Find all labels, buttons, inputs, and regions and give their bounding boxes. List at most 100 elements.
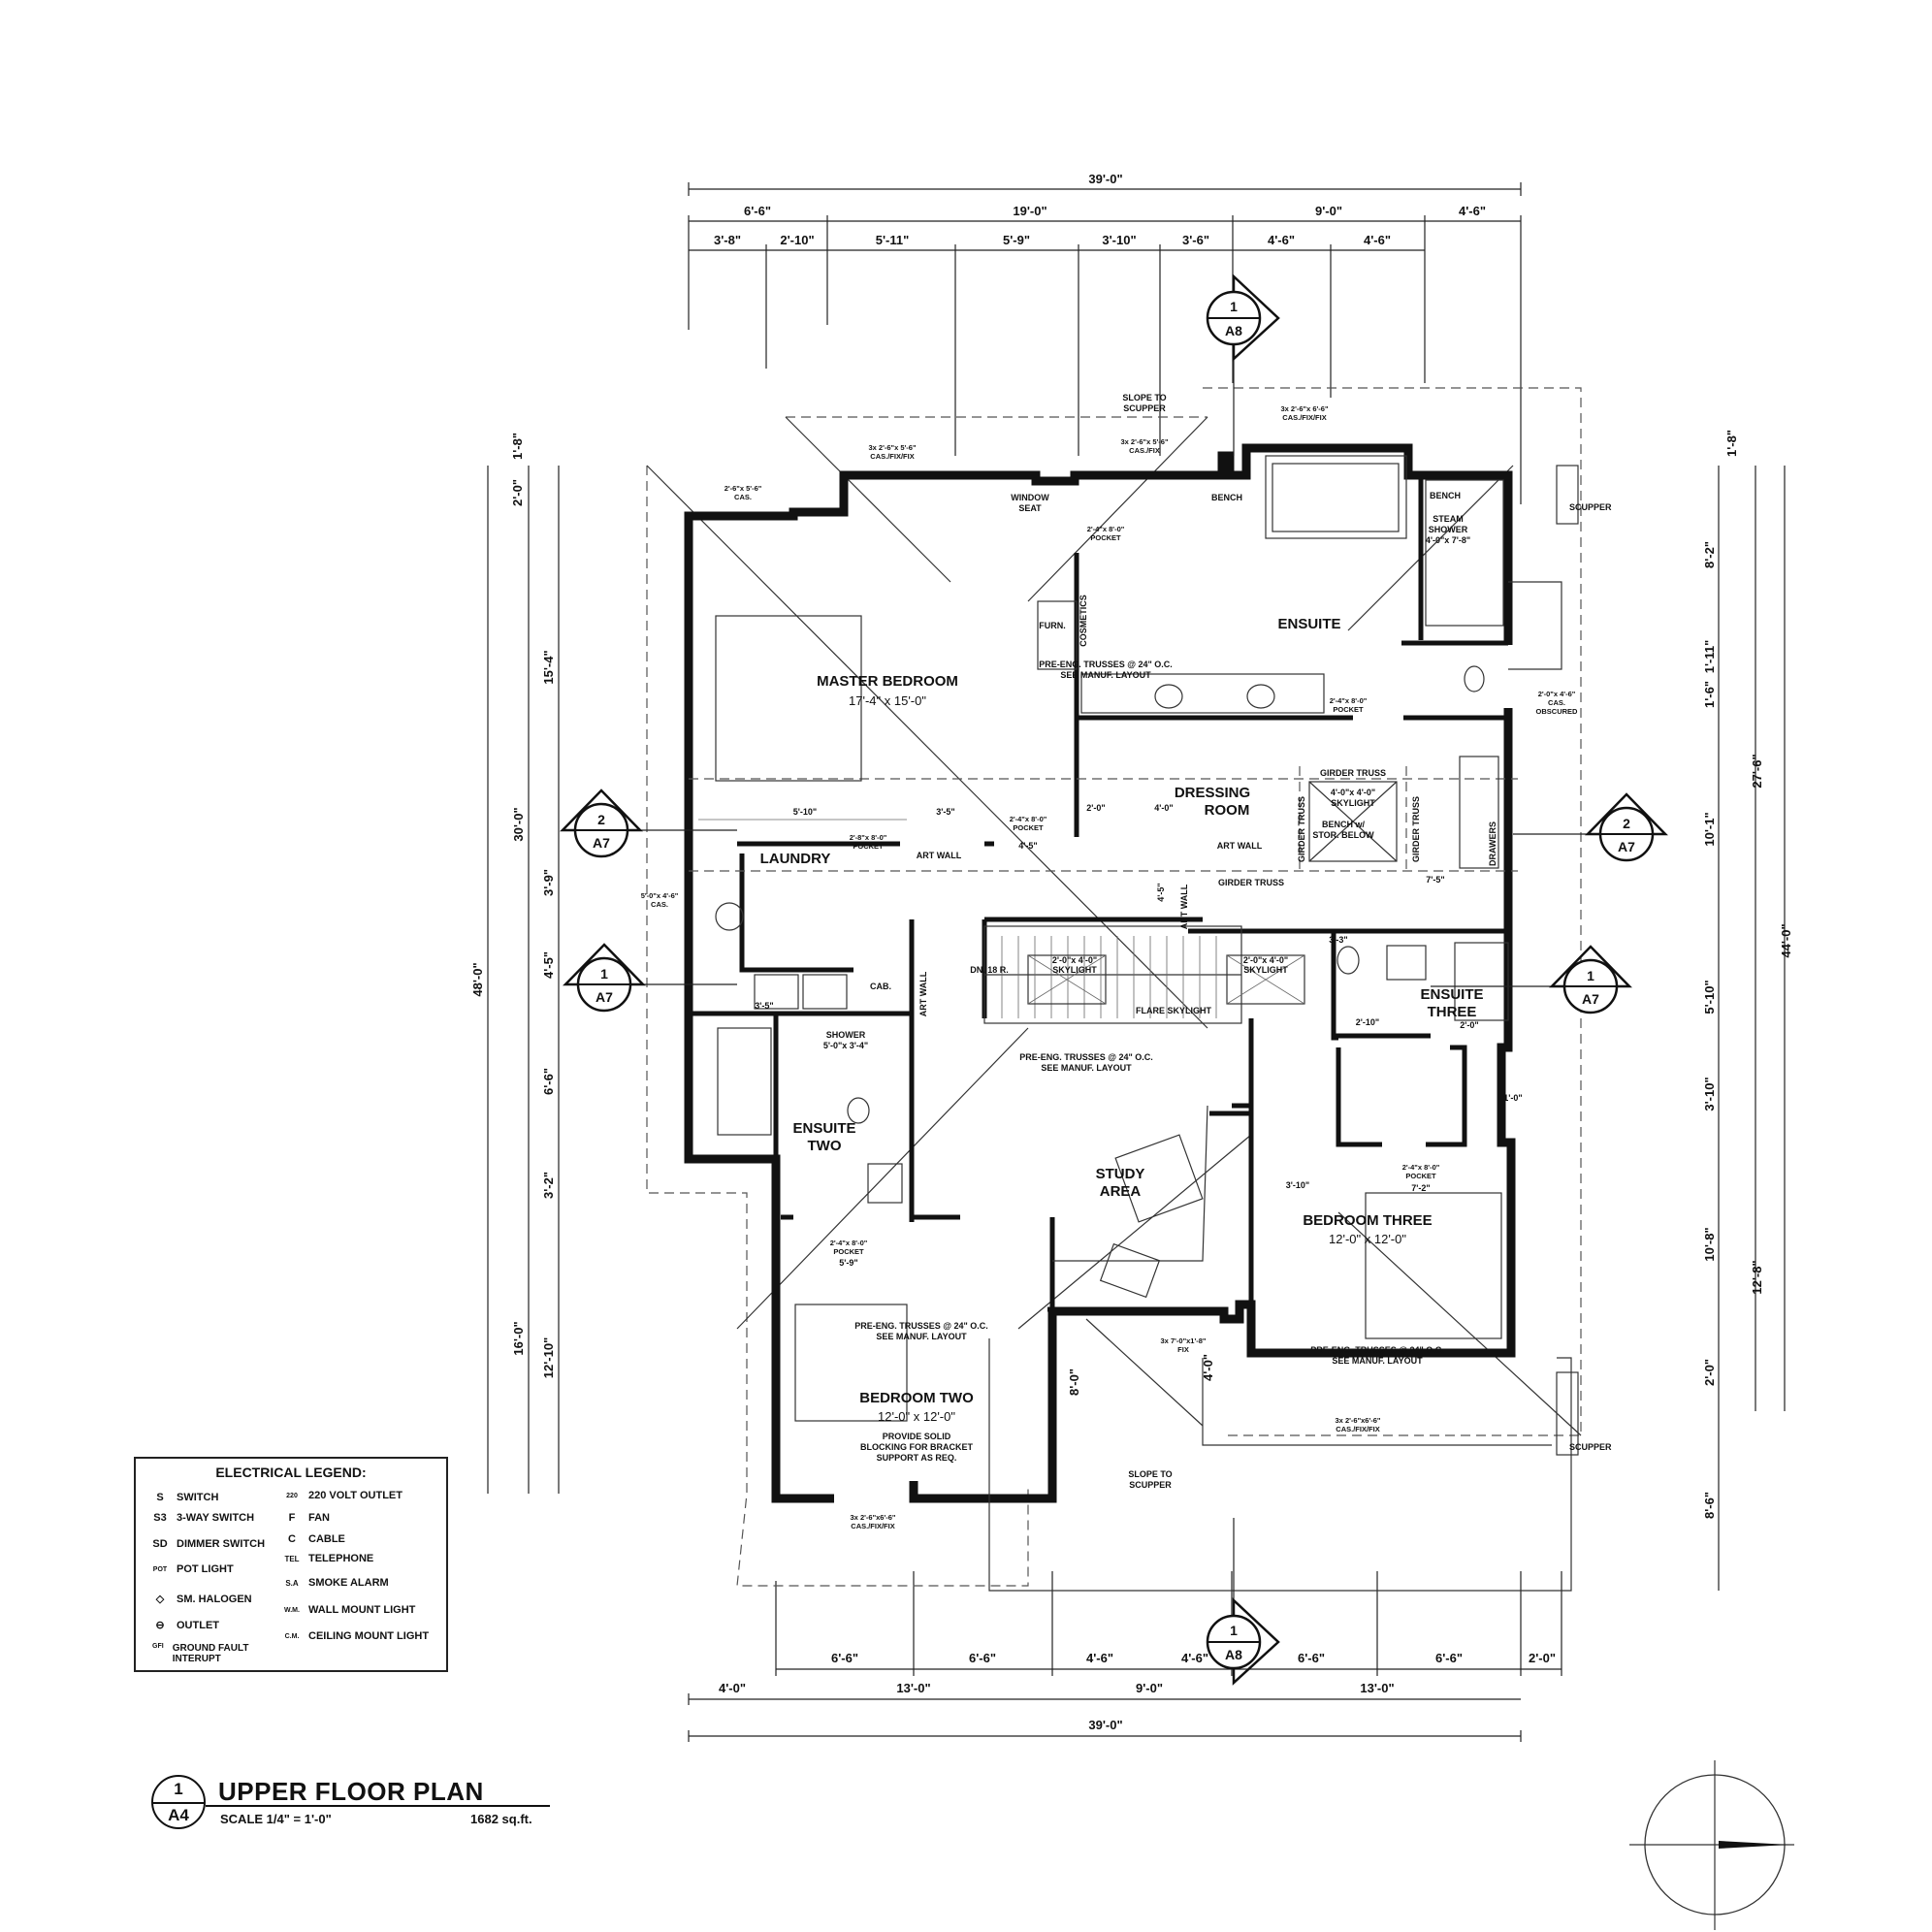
legend-label: FAN xyxy=(308,1512,330,1524)
dim-right-inner-7: 3'-10" xyxy=(1702,1077,1717,1111)
note-win-ens-b: CAS. xyxy=(1548,698,1565,707)
dim-left-inner-8: 12'-10" xyxy=(541,1337,556,1379)
note-pocket-1b: POCKET xyxy=(1090,533,1121,542)
sink-icon xyxy=(1386,945,1427,981)
note-win-top-3b: CAS./FIX xyxy=(1129,446,1160,455)
note-bench-1: BENCH xyxy=(1211,493,1242,502)
detail-bubble: 1 A4 xyxy=(151,1775,206,1829)
note-trusses-1b: SEE MANUF. LAYOUT xyxy=(1060,670,1151,680)
room-label-ensuite-three: ENSUITE xyxy=(1420,986,1483,1003)
note-pocket-5b: POCKET xyxy=(833,1247,864,1256)
note-girder-truss-v2: GIRDER TRUSS xyxy=(1411,796,1421,862)
note-bench-stor-2: STOR. BELOW xyxy=(1312,830,1374,840)
interior-dim: 4'-0" xyxy=(1154,803,1173,813)
note-win-bot-3b: FIX xyxy=(1177,1345,1189,1354)
interior-dim: 4'-5" xyxy=(1156,883,1166,901)
section-markers: 1 A8 1 A8 2 A7 2 A7 xyxy=(560,274,1668,1686)
exterior-walls xyxy=(684,443,1516,1503)
note-win-ens-a: 2'-0"x 4'-6" xyxy=(1538,690,1576,698)
legend-label: WALL MOUNT LIGHT xyxy=(308,1604,416,1616)
note-art-wall-v1: ART WALL xyxy=(918,971,928,1016)
sheet-number: A4 xyxy=(168,1806,189,1824)
dim-bot-2-2: 13'-0" xyxy=(896,1681,930,1695)
note-skylight-main-2: SKYLIGHT xyxy=(1331,798,1375,808)
room-size-master-bedroom: 17'-4" x 15'-0" xyxy=(849,693,926,708)
floor-area: 1682 sq.ft. xyxy=(470,1812,532,1826)
legend-label: GROUND FAULT INTERUPT xyxy=(172,1643,249,1664)
section-marker-right-1: 1 A7 xyxy=(1431,945,1632,1014)
room-label-area: AREA xyxy=(1100,1183,1142,1200)
legend-label: 3-WAY SWITCH xyxy=(177,1512,255,1524)
dim-left-inner-4: 3'-9" xyxy=(541,869,556,896)
interior-dim: 4'-5" xyxy=(1018,841,1037,851)
dim-bot-1-6: 6'-6" xyxy=(1435,1651,1463,1665)
note-solid-1: PROVIDE SOLID xyxy=(883,1432,951,1441)
section-marker-num: 1 xyxy=(600,966,608,982)
legend-title: ELECTRICAL LEGEND: xyxy=(215,1465,367,1480)
note-pocket-6a: 2'-4"x 8'-0" xyxy=(1402,1163,1440,1172)
dryer-icon xyxy=(802,974,848,1010)
drawing-title-block: 1 A4 UPPER FLOOR PLAN SCALE 1/4" = 1'-0"… xyxy=(145,1775,553,1835)
note-win-top-2b: CAS./FIX/FIX xyxy=(1282,413,1326,422)
dim-right-overall: 44'-0" xyxy=(1779,923,1793,957)
legend-label: SMOKE ALARM xyxy=(308,1577,389,1589)
legend-item: W.M. WALL MOUNT LIGHT xyxy=(281,1604,415,1616)
note-win-bot-2a: 3x 2'-6"x6'-6" xyxy=(1336,1416,1381,1425)
note-flare-skylight: FLARE SKYLIGHT xyxy=(1136,1006,1212,1015)
three-way-switch-icon: S3 xyxy=(153,1512,167,1524)
note-win-bot-3a: 3x 7'-0"x1'-8" xyxy=(1161,1336,1207,1345)
dim-right-inner-4: 1'-6" xyxy=(1702,681,1717,708)
fan-icon: F xyxy=(288,1512,296,1524)
toilet-icon xyxy=(1464,665,1485,692)
dim-bot-1-5: 6'-6" xyxy=(1298,1651,1325,1665)
note-pocket-2b: POCKET xyxy=(1333,705,1364,714)
interior-dim: 8'-0" xyxy=(1067,1368,1081,1396)
dim-left-inner-6: 6'-6" xyxy=(541,1068,556,1095)
washer-icon xyxy=(754,974,799,1010)
note-pocket-3a: 2'-4"x 8'-0" xyxy=(1010,815,1047,823)
dim-bot-overall: 39'-0" xyxy=(1088,1718,1122,1732)
dim-left-inner-2: 2'-0" xyxy=(510,479,525,506)
note-win-left-b: CAS. xyxy=(734,493,752,501)
halogen-icon: ◇ xyxy=(155,1594,165,1605)
interior-dim: 2'-0" xyxy=(1460,1020,1478,1030)
note-art-wall-1: ART WALL xyxy=(917,851,962,860)
chair-icon xyxy=(1099,1242,1161,1299)
toilet-icon xyxy=(847,1097,870,1124)
outlet-icon: ⊖ xyxy=(155,1620,165,1631)
legend-item: ⊖ OUTLET xyxy=(149,1619,219,1632)
note-bench-2: BENCH xyxy=(1430,491,1461,500)
note-cosmetics: COSMETICS xyxy=(1079,595,1088,647)
room-label-bedroom-three: BEDROOM THREE xyxy=(1303,1212,1432,1229)
dim-bot-2-4: 13'-0" xyxy=(1360,1681,1394,1695)
note-pocket-6b: POCKET xyxy=(1405,1172,1436,1180)
note-skylight-main-1: 4'-0"x 4'-0" xyxy=(1331,788,1375,797)
room-label-dressing: DRESSING xyxy=(1175,785,1250,801)
dim-left-inner-7: 3'-2" xyxy=(541,1172,556,1199)
dim-right-inner-10: 8'-6" xyxy=(1702,1492,1717,1519)
dim-bot-2-3: 9'-0" xyxy=(1136,1681,1163,1695)
note-win-top-1b: CAS./FIX/FIX xyxy=(870,452,914,461)
section-marker-num: 1 xyxy=(1587,968,1594,983)
note-scupper-2: SCUPPER xyxy=(1569,1442,1612,1452)
220v-outlet-icon: 220 xyxy=(286,1492,298,1499)
interior-dim: 5'-9" xyxy=(839,1258,857,1268)
note-pocket-5a: 2'-4"x 8'-0" xyxy=(830,1239,868,1247)
pot-light-icon: POT xyxy=(152,1565,168,1573)
legend-label: DIMMER SWITCH xyxy=(177,1538,266,1550)
cable-icon: C xyxy=(288,1533,296,1545)
note-girder-truss-1: GIRDER TRUSS xyxy=(1320,768,1386,778)
legend-label: OUTLET xyxy=(177,1619,219,1631)
dim-top-3-2: 2'-10" xyxy=(780,233,814,247)
left-dimensions: 48'-0" 30'-0" 16'-0" 1'-8" 2'-0" 15'-4" … xyxy=(470,433,560,1494)
section-marker-sheet: A7 xyxy=(593,835,610,851)
note-slope-top-2: SCUPPER xyxy=(1123,403,1166,413)
dim-bot-1-7: 2'-0" xyxy=(1529,1651,1556,1665)
legend-label: POT LIGHT xyxy=(177,1563,234,1575)
drawing-title: UPPER FLOOR PLAN xyxy=(218,1777,484,1806)
note-pocket-4a: 2'-8"x 8'-0" xyxy=(850,833,887,842)
legend-label: SM. HALOGEN xyxy=(177,1593,252,1605)
note-window-seat-1: WINDOW xyxy=(1011,493,1049,502)
note-furn: FURN. xyxy=(1039,621,1066,630)
